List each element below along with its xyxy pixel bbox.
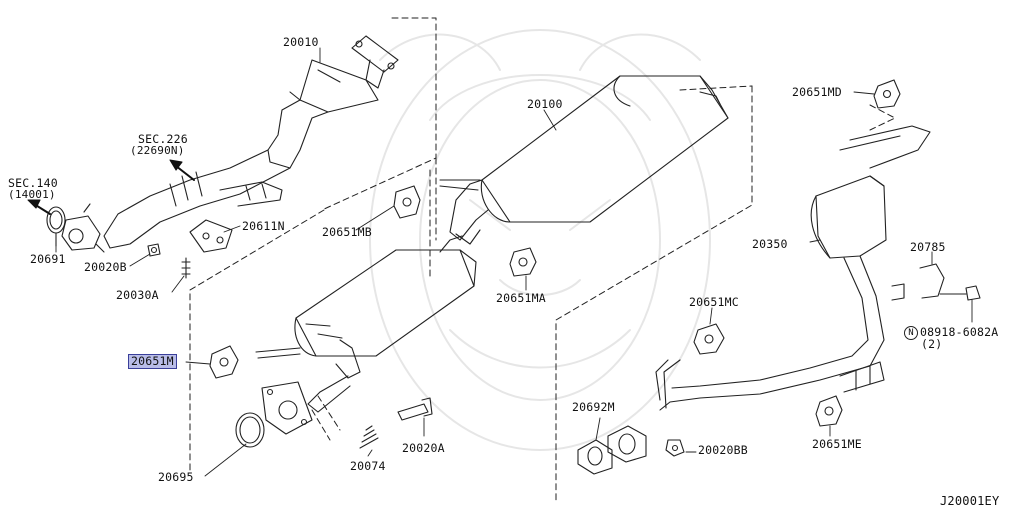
diagram-id: J20001EY	[940, 494, 1000, 508]
label-08918-6082a: 08918-6082A	[920, 325, 999, 339]
center-muffler	[255, 235, 477, 413]
rubber-mount-20651ma	[509, 247, 537, 277]
label-20030a: 20030A	[116, 288, 159, 302]
rubber-mount-20651mb	[393, 185, 421, 219]
dashed-group-outlines	[189, 17, 896, 501]
label-sec-140-ref: (14001)	[8, 188, 56, 201]
label-20651ma: 20651MA	[496, 291, 546, 305]
rubber-mount-20651mc	[693, 323, 725, 355]
label-20691: 20691	[30, 252, 66, 266]
label-20651mc: 20651MC	[689, 295, 739, 309]
label-20010: 20010	[283, 35, 319, 49]
front-pipe-catalyst	[61, 35, 399, 253]
label-08918-prefix: N	[904, 326, 918, 340]
leader-lines	[55, 47, 973, 477]
flange-and-seal	[235, 381, 433, 449]
label-20651mb: 20651MB	[322, 225, 372, 239]
label-20074: 20074	[350, 459, 386, 473]
rubber-mount-20651md	[873, 79, 901, 109]
label-20100: 20100	[527, 97, 563, 111]
label-20020a: 20020A	[402, 441, 445, 455]
label-20785: 20785	[910, 240, 946, 254]
label-sec-226-ref: (22690N)	[130, 144, 185, 157]
label-20692m: 20692M	[572, 400, 615, 414]
tail-pipe-20350	[655, 125, 981, 411]
watermark-emblem	[369, 29, 711, 451]
bracket-20611n	[147, 219, 233, 279]
label-20651md: 20651MD	[792, 85, 842, 99]
label-20350: 20350	[752, 237, 788, 251]
label-sec-140: SEC.140	[8, 176, 58, 190]
label-20020b: 20020B	[84, 260, 127, 274]
flange-20692m	[577, 425, 685, 475]
label-20651m-highlighted[interactable]: 20651M	[128, 354, 177, 369]
direction-arrows	[27, 159, 195, 215]
label-20020bb: 20020BB	[698, 443, 748, 457]
label-20695: 20695	[158, 470, 194, 484]
gasket-20691	[46, 206, 66, 247]
label-sec-226: SEC.226	[138, 132, 188, 146]
label-20651me: 20651ME	[812, 437, 862, 451]
main-muffler-20100	[439, 75, 729, 245]
rubber-mount-20651m	[209, 345, 239, 379]
label-08918-qty: (2)	[921, 337, 943, 351]
rubber-mount-20651me	[815, 395, 843, 427]
label-20611n: 20611N	[242, 219, 285, 233]
